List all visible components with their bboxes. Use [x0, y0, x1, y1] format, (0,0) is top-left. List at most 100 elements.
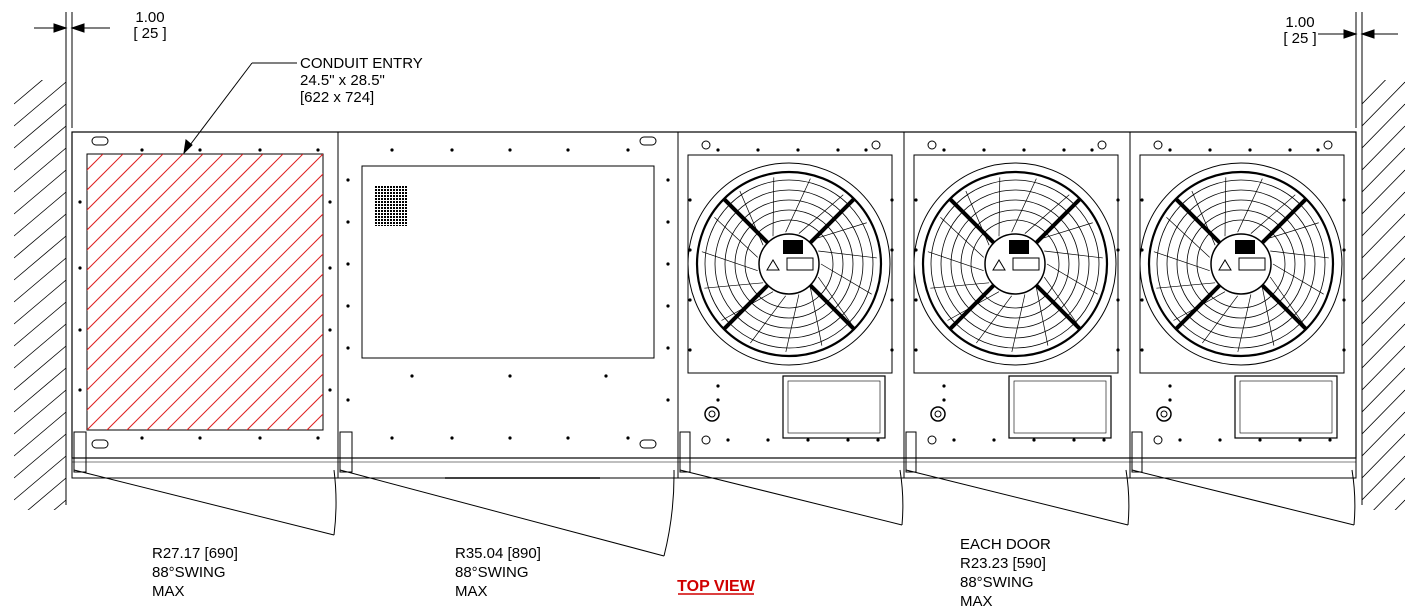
vent-hole — [378, 201, 380, 203]
hatch-line — [14, 345, 66, 391]
fan-blade-line — [1270, 250, 1329, 259]
fastener-dot — [890, 198, 894, 202]
fan-blade-line — [785, 178, 811, 233]
fastener-dot — [942, 398, 946, 402]
fastener-dot — [346, 262, 350, 266]
fastener-dot — [566, 436, 570, 440]
vent-hole — [405, 210, 407, 212]
hatch-line — [1362, 81, 1405, 127]
vent-hole — [393, 216, 395, 218]
knob-icon — [704, 406, 720, 422]
view-title: TOP VIEW — [677, 578, 756, 595]
hatch-line — [14, 169, 66, 215]
fan-guard-outer — [913, 162, 1117, 366]
vent-hole — [375, 216, 377, 218]
vent-hole — [393, 210, 395, 212]
hatch-line — [14, 433, 66, 479]
fan-panels — [679, 140, 1345, 473]
vent-hole — [387, 216, 389, 218]
hatch-line — [1362, 191, 1405, 237]
fan-strut — [1034, 197, 1082, 245]
fastener-dot — [666, 178, 670, 182]
vent-hole — [381, 204, 383, 206]
fan-blade-line — [947, 291, 1000, 321]
conduit-hatch-line — [87, 154, 224, 291]
vent-hole — [390, 207, 392, 209]
vent-hole — [402, 186, 404, 188]
hatch-line — [14, 544, 66, 588]
fan-blade-line — [714, 217, 758, 258]
fastener-dot — [1116, 298, 1120, 302]
fan-blade-line — [998, 177, 1001, 237]
fastener-dot — [688, 198, 692, 202]
fan-guard-ring — [1196, 219, 1286, 309]
fastener-dot — [78, 266, 82, 270]
screw-icon — [701, 435, 711, 445]
fan-guard-ring — [960, 209, 1070, 319]
vent-hole — [393, 189, 395, 191]
fan-blade-line — [704, 282, 764, 289]
fastener-dot — [942, 148, 946, 152]
fastener-dot — [1168, 384, 1172, 388]
hatch-line — [1362, 235, 1405, 281]
display-panel — [361, 165, 655, 359]
vent-hole — [381, 210, 383, 212]
fastener-dot — [258, 436, 262, 440]
vent-hole — [378, 204, 380, 206]
fastener-dot — [1022, 148, 1026, 152]
knob-icon — [708, 410, 716, 418]
conduit-hatch-line — [87, 173, 323, 411]
screw-icon — [927, 140, 937, 150]
fastener-dot — [78, 388, 82, 392]
fan-guard-ring — [734, 209, 844, 319]
vent-hole — [390, 213, 392, 215]
vent-hole — [384, 189, 386, 191]
fastener-dot — [1116, 348, 1120, 352]
conduit-entry-size-in: 24.5" x 28.5" — [300, 72, 385, 89]
vent-hole — [390, 210, 392, 212]
fan-blade-line — [1156, 282, 1216, 289]
hatch-line — [1362, 213, 1405, 259]
hatch-line — [1362, 301, 1405, 347]
door3-max: MAX — [960, 593, 993, 610]
fastener-dot — [198, 148, 202, 152]
conduit-hatch — [87, 154, 323, 430]
fastener-dot — [346, 178, 350, 182]
vent-hole — [387, 198, 389, 200]
door3-radius: R23.23 [590] — [960, 555, 1046, 572]
vent-hole — [378, 195, 380, 197]
door-swing-arc — [333, 469, 337, 536]
vent-hole — [390, 216, 392, 218]
vent-hole — [390, 186, 392, 188]
fan-blade-line — [810, 287, 823, 346]
fan-panel — [905, 140, 1119, 473]
fan-guard-ring — [1147, 170, 1335, 358]
fan-blade-line — [1043, 276, 1079, 326]
vent-hole — [387, 222, 389, 224]
fastener-dot — [328, 266, 332, 270]
vent-hole — [402, 225, 404, 226]
latch-icon — [639, 136, 657, 449]
fastener-dot — [316, 436, 320, 440]
fastener-dot — [1258, 438, 1262, 442]
fastener-dot — [1342, 298, 1346, 302]
vent-hole — [378, 207, 380, 209]
vent-hole — [405, 192, 407, 194]
fan-blade-line — [739, 190, 764, 246]
fastener-dot — [666, 304, 670, 308]
fan-blade-line — [1237, 178, 1263, 233]
vent-hole — [384, 210, 386, 212]
vent-hole — [387, 204, 389, 206]
vent-hole — [384, 192, 386, 194]
vent-hole — [384, 207, 386, 209]
vent-hole — [399, 192, 401, 194]
fan-blade-line — [1011, 294, 1026, 353]
vent-hole — [393, 204, 395, 206]
fastener-dot — [1116, 198, 1120, 202]
vent-hole — [375, 219, 377, 221]
conduit-hatch-line — [206, 313, 323, 430]
fastener-dot — [346, 304, 350, 308]
fan-panel — [1131, 140, 1345, 473]
vent-hole — [405, 186, 407, 188]
hatch-line — [1373, 477, 1405, 510]
